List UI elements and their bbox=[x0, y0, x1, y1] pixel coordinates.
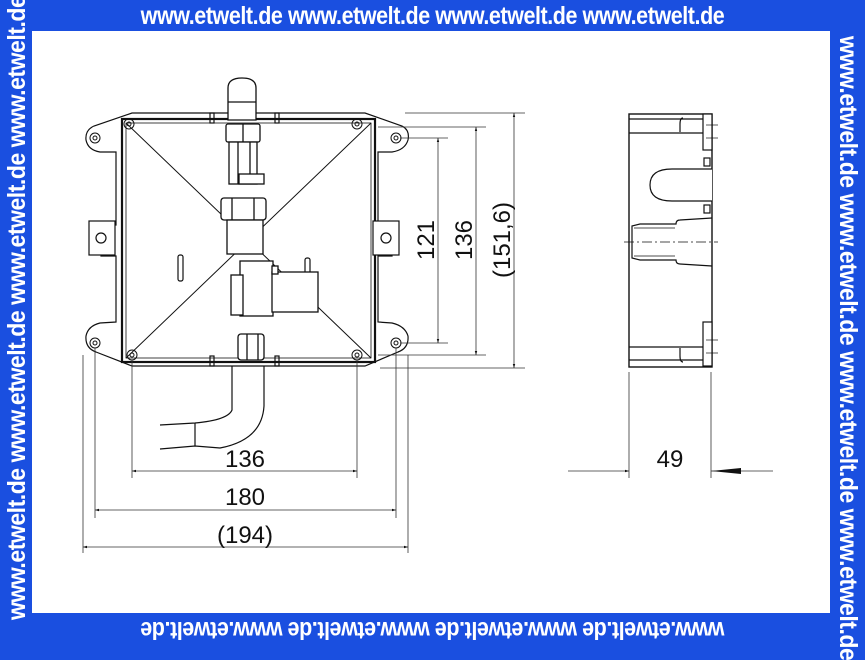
top-cap bbox=[227, 77, 257, 121]
side-view bbox=[624, 113, 718, 368]
dim-height-overall: (151,6) bbox=[489, 202, 516, 278]
drawing-panel bbox=[32, 31, 830, 613]
front-dimensions bbox=[82, 112, 525, 553]
dim-width-overall: (194) bbox=[217, 522, 273, 549]
watermark-top: www.etwelt.de www.etwelt.de www.etwelt.d… bbox=[140, 2, 725, 30]
dim-height-mounting: 136 bbox=[451, 220, 478, 260]
side-dimensions bbox=[568, 372, 773, 478]
dim-width-mounting: 180 bbox=[225, 484, 265, 511]
dim-depth: 49 bbox=[657, 446, 684, 473]
valve-assembly bbox=[220, 77, 319, 361]
side-body bbox=[628, 113, 713, 368]
front-view bbox=[85, 77, 409, 450]
mounting-flange bbox=[85, 112, 409, 367]
dim-width-inner: 136 bbox=[225, 446, 265, 473]
outlet-pipe bbox=[159, 366, 265, 450]
dim-height-inner: 121 bbox=[413, 220, 440, 260]
u-slot bbox=[649, 168, 712, 202]
